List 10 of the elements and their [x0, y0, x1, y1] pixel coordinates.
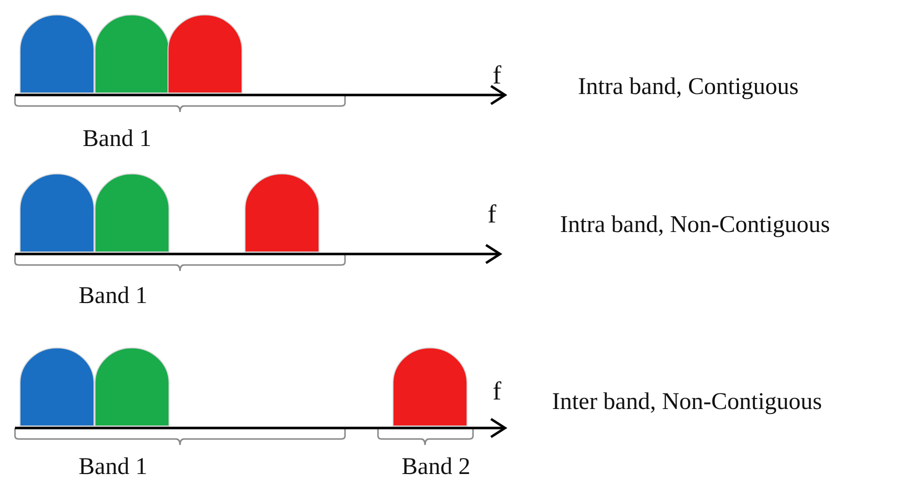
band-label: Band 2 [402, 454, 470, 480]
axis-label: f [492, 62, 502, 90]
axis-label: f [492, 378, 502, 406]
band-label: Band 1 [82, 126, 152, 152]
configuration-label: Inter band, Non-Contiguous [552, 388, 822, 416]
band-label: Band 1 [78, 454, 148, 480]
axis-label: f [488, 200, 496, 230]
configuration-label: Intra band, Contiguous [578, 74, 799, 100]
configuration-label: Intra band, Non-Contiguous [560, 212, 830, 238]
band-label: Band 1 [78, 282, 148, 310]
